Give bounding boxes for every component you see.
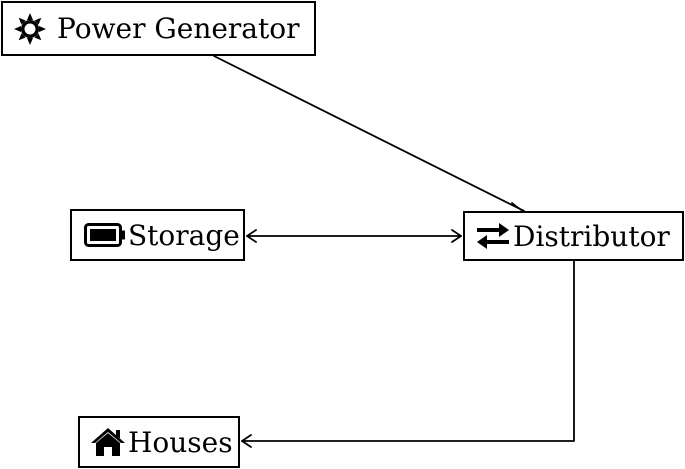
node-label: Houses — [128, 425, 233, 459]
house-icon — [90, 426, 126, 458]
node-label: Storage — [128, 218, 240, 252]
arrowhead-distributor-left — [451, 229, 462, 243]
arrowhead-storage-side — [246, 229, 257, 243]
node-distributor: Distributor — [463, 211, 684, 261]
node-label: Distributor — [513, 219, 670, 253]
battery-icon — [84, 222, 126, 248]
arrowhead-houses — [241, 434, 252, 448]
node-label: Power Generator — [57, 12, 300, 45]
node-houses: Houses — [78, 416, 240, 468]
edge-power-to-distributor — [213, 55, 525, 212]
exchange-arrows-icon — [475, 221, 511, 251]
sun-icon — [13, 12, 47, 46]
edge-distributor-to-houses — [241, 260, 575, 442]
node-power-generator: Power Generator — [1, 1, 316, 56]
node-storage: Storage — [70, 209, 245, 261]
